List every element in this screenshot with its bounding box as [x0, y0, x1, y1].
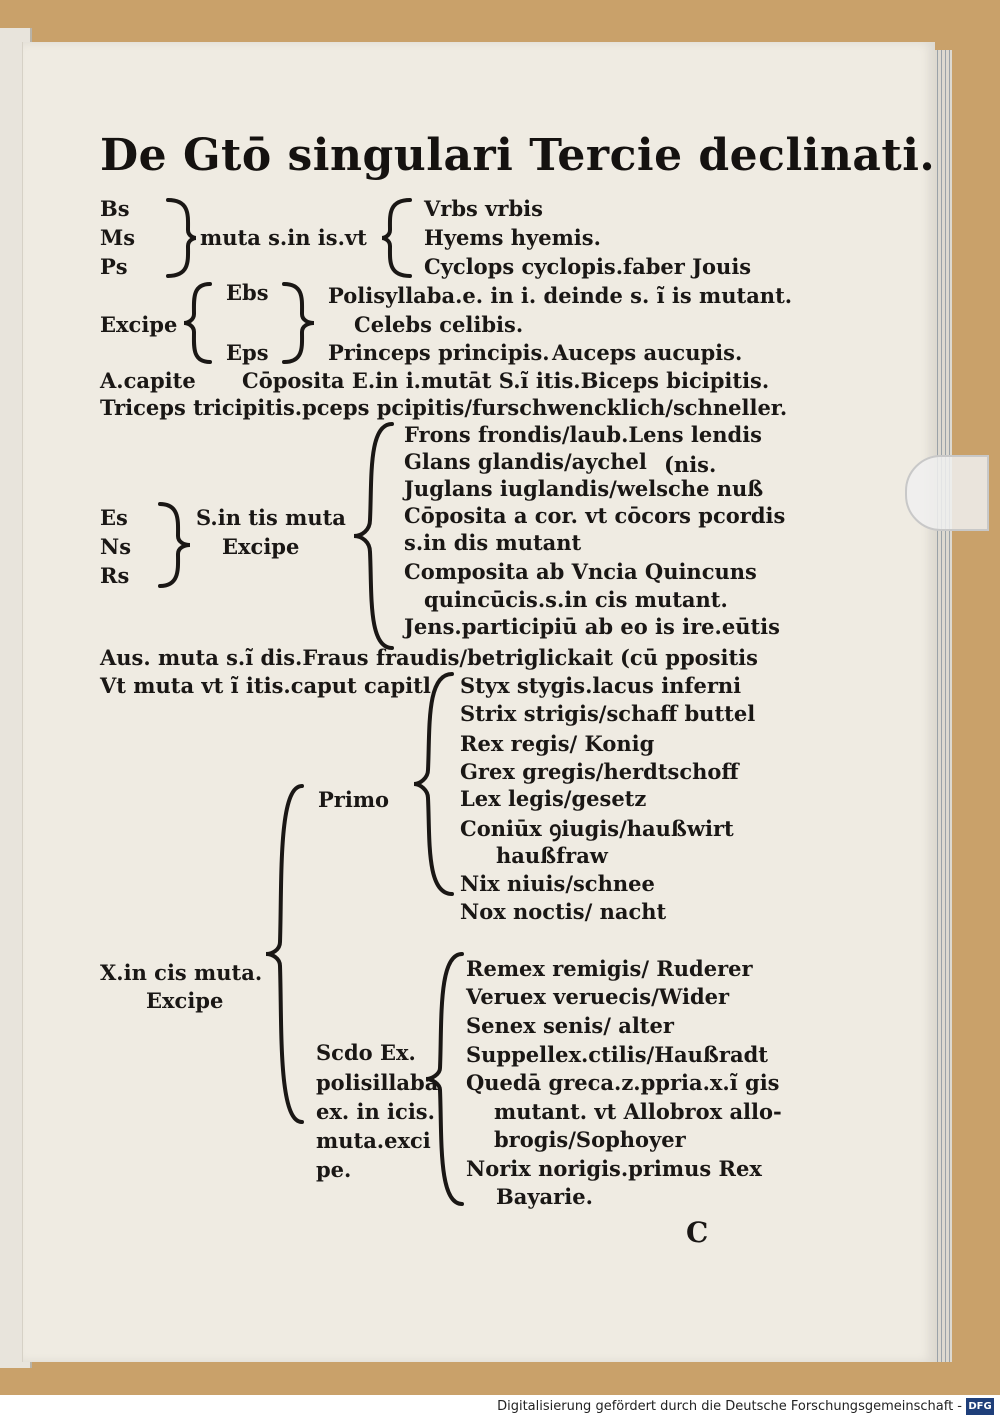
rule-b-2: Celebs celibis.	[354, 312, 524, 337]
secundo-rule-4: Suppellex.ctilis/Haußradt	[466, 1042, 768, 1067]
excipe-label-d: Excipe	[222, 534, 300, 559]
bookmark-tab	[905, 455, 989, 531]
ending-ebs: Ebs	[226, 280, 269, 305]
brace-right-a	[166, 198, 197, 278]
secundo-4: muta.exci	[316, 1128, 431, 1153]
dfg-logo: DFG	[966, 1398, 994, 1415]
overflow-cum-ppositis: (cū ppositis	[620, 645, 758, 670]
overflow-nis: (nis.	[664, 452, 717, 477]
secundo-rule-3: Senex senis/ alter	[466, 1013, 674, 1038]
primo-8: Nix niuis/schnee	[460, 871, 655, 896]
example-a-2: Hyems hyemis.	[424, 225, 601, 250]
rule-d-title: S.in tis muta	[196, 505, 346, 530]
rule-d-2: Glans glandis/aychel	[404, 449, 647, 474]
ending-es: Es	[100, 505, 128, 530]
aus-line: Aus. muta s.ĩ dis.Fraus fraudis/betrigli…	[100, 645, 614, 670]
brace-left-secundo	[425, 952, 464, 1206]
rule-d-1: Frons frondis/laub.Lens lendis	[404, 422, 763, 447]
primo-3: Rex regis/ Konig	[460, 731, 655, 756]
ending-rs: Rs	[100, 563, 130, 588]
a-capite-label: A.capite	[100, 368, 196, 393]
triceps-line: Triceps tricipitis.pceps pcipitis/fursch…	[100, 395, 788, 420]
excipe-label-x: Excipe	[146, 988, 224, 1013]
rule-d-6: Composita ab Vncia Quincuns	[404, 559, 757, 584]
secundo-5: pe.	[316, 1157, 352, 1182]
vt-line: Vt muta vt ĩ itis.caput capitl	[100, 673, 431, 698]
rule-b-4: Auceps aucupis.	[552, 340, 743, 365]
secundo-rule-7: brogis/Sophoyer	[494, 1127, 686, 1152]
brace-left-primo	[413, 672, 454, 896]
ending-eps: Eps	[226, 340, 269, 365]
footer-bar: Digitalisierung gefördert durch die Deut…	[0, 1395, 1000, 1420]
primo-2: Strix strigis/schaff buttel	[460, 701, 756, 726]
brace-left-b	[183, 282, 212, 364]
book-page	[22, 42, 935, 1362]
rule-b-1: Polisyllaba.e. in i. deinde s. ĩ is muta…	[328, 283, 793, 308]
composita-line: Cōposita E.in i.mutāt S.ĩ itis.Biceps bi…	[242, 368, 770, 393]
brace-right-b	[282, 282, 315, 364]
rule-d-7: quincūcis.s.in cis mutant.	[424, 587, 728, 612]
primo-4: Grex gregis/herdtschoff	[460, 759, 739, 784]
secundo-rule-6: mutant. vt Allobrox allo-	[494, 1099, 782, 1124]
rule-b-3: Princeps principis.	[328, 340, 550, 365]
excipe-label-b: Excipe	[100, 312, 178, 337]
rule-d-8: Jens.participiū ab eo is ire.eūtis	[404, 614, 780, 639]
primo-1: Styx stygis.lacus inferni	[460, 673, 742, 698]
secundo-rule-9: Bayarie.	[496, 1184, 593, 1209]
example-a-3: Cyclops cyclopis.faber Jouis	[424, 254, 752, 279]
rule-d-3: Juglans iuglandis/welsche nuß	[404, 476, 764, 501]
rule-text-a: muta s.in is.vt	[200, 225, 367, 250]
secundo-2: polisillaba	[316, 1070, 439, 1095]
brace-left-d	[353, 422, 394, 650]
ending-bs: Bs	[100, 196, 130, 221]
ending-ps: Ps	[100, 254, 128, 279]
secundo-1: Scdo Ex.	[316, 1040, 416, 1065]
secundo-rule-8: Norix norigis.primus Rex	[466, 1156, 762, 1181]
secundo-rule-2: Veruex veruecis/Wider	[466, 984, 730, 1009]
ending-ms: Ms	[100, 225, 136, 250]
primo-6: Coniūx ꝯiugis/haußwirt	[460, 816, 734, 841]
secundo-rule-1: Remex remigis/ Ruderer	[466, 956, 753, 981]
page-stack-edge	[930, 50, 952, 1362]
catchword: C	[686, 1216, 709, 1249]
primo-5: Lex legis/gesetz	[460, 786, 647, 811]
primo-9: Nox noctis/ nacht	[460, 899, 667, 924]
brace-right-d	[158, 502, 191, 588]
footer-credit: Digitalisierung gefördert durch die Deut…	[497, 1399, 962, 1414]
brace-left-x	[265, 784, 304, 1124]
page-title: De Gtō singulari Tercie declinati.	[100, 130, 936, 181]
primo-7: haußfraw	[496, 843, 608, 868]
brace-left-a	[381, 198, 412, 278]
ending-ns: Ns	[100, 534, 132, 559]
rule-d-4: Cōposita a cor. vt cōcors pcordis	[404, 503, 786, 528]
rule-d-5: s.in dis mutant	[404, 530, 582, 555]
secundo-3: ex. in icis.	[316, 1099, 435, 1124]
secundo-rule-5: Quedā greca.z.ppria.x.ĩ gis	[466, 1070, 780, 1095]
primo-label: Primo	[318, 787, 390, 812]
x-rule-label: X.in cis muta.	[100, 960, 263, 985]
example-a-1: Vrbs vrbis	[424, 196, 543, 221]
